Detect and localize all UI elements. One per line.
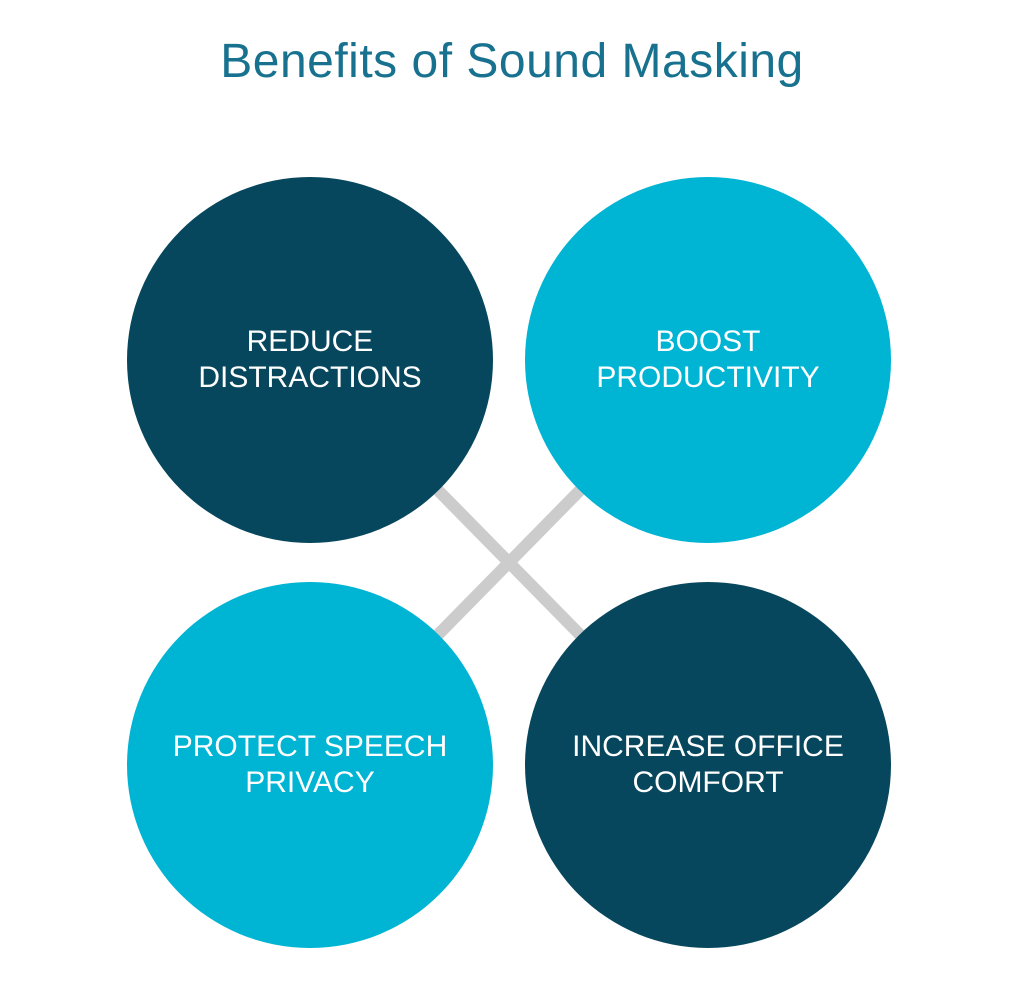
- benefit-circle-boost-productivity: BOOST PRODUCTIVITY: [525, 177, 891, 543]
- benefit-label: REDUCE DISTRACTIONS: [198, 325, 422, 394]
- benefit-circle-protect-speech-privacy: PROTECT SPEECH PRIVACY: [127, 582, 493, 948]
- benefit-circle-reduce-distractions: REDUCE DISTRACTIONS: [127, 177, 493, 543]
- benefit-label: BOOST PRODUCTIVITY: [596, 325, 820, 394]
- diagram-title: Benefits of Sound Masking: [220, 35, 804, 88]
- benefit-circle-increase-office-comfort: INCREASE OFFICE COMFORT: [525, 582, 891, 948]
- benefit-label: INCREASE OFFICE COMFORT: [572, 730, 844, 799]
- benefit-label: PROTECT SPEECH PRIVACY: [172, 730, 448, 799]
